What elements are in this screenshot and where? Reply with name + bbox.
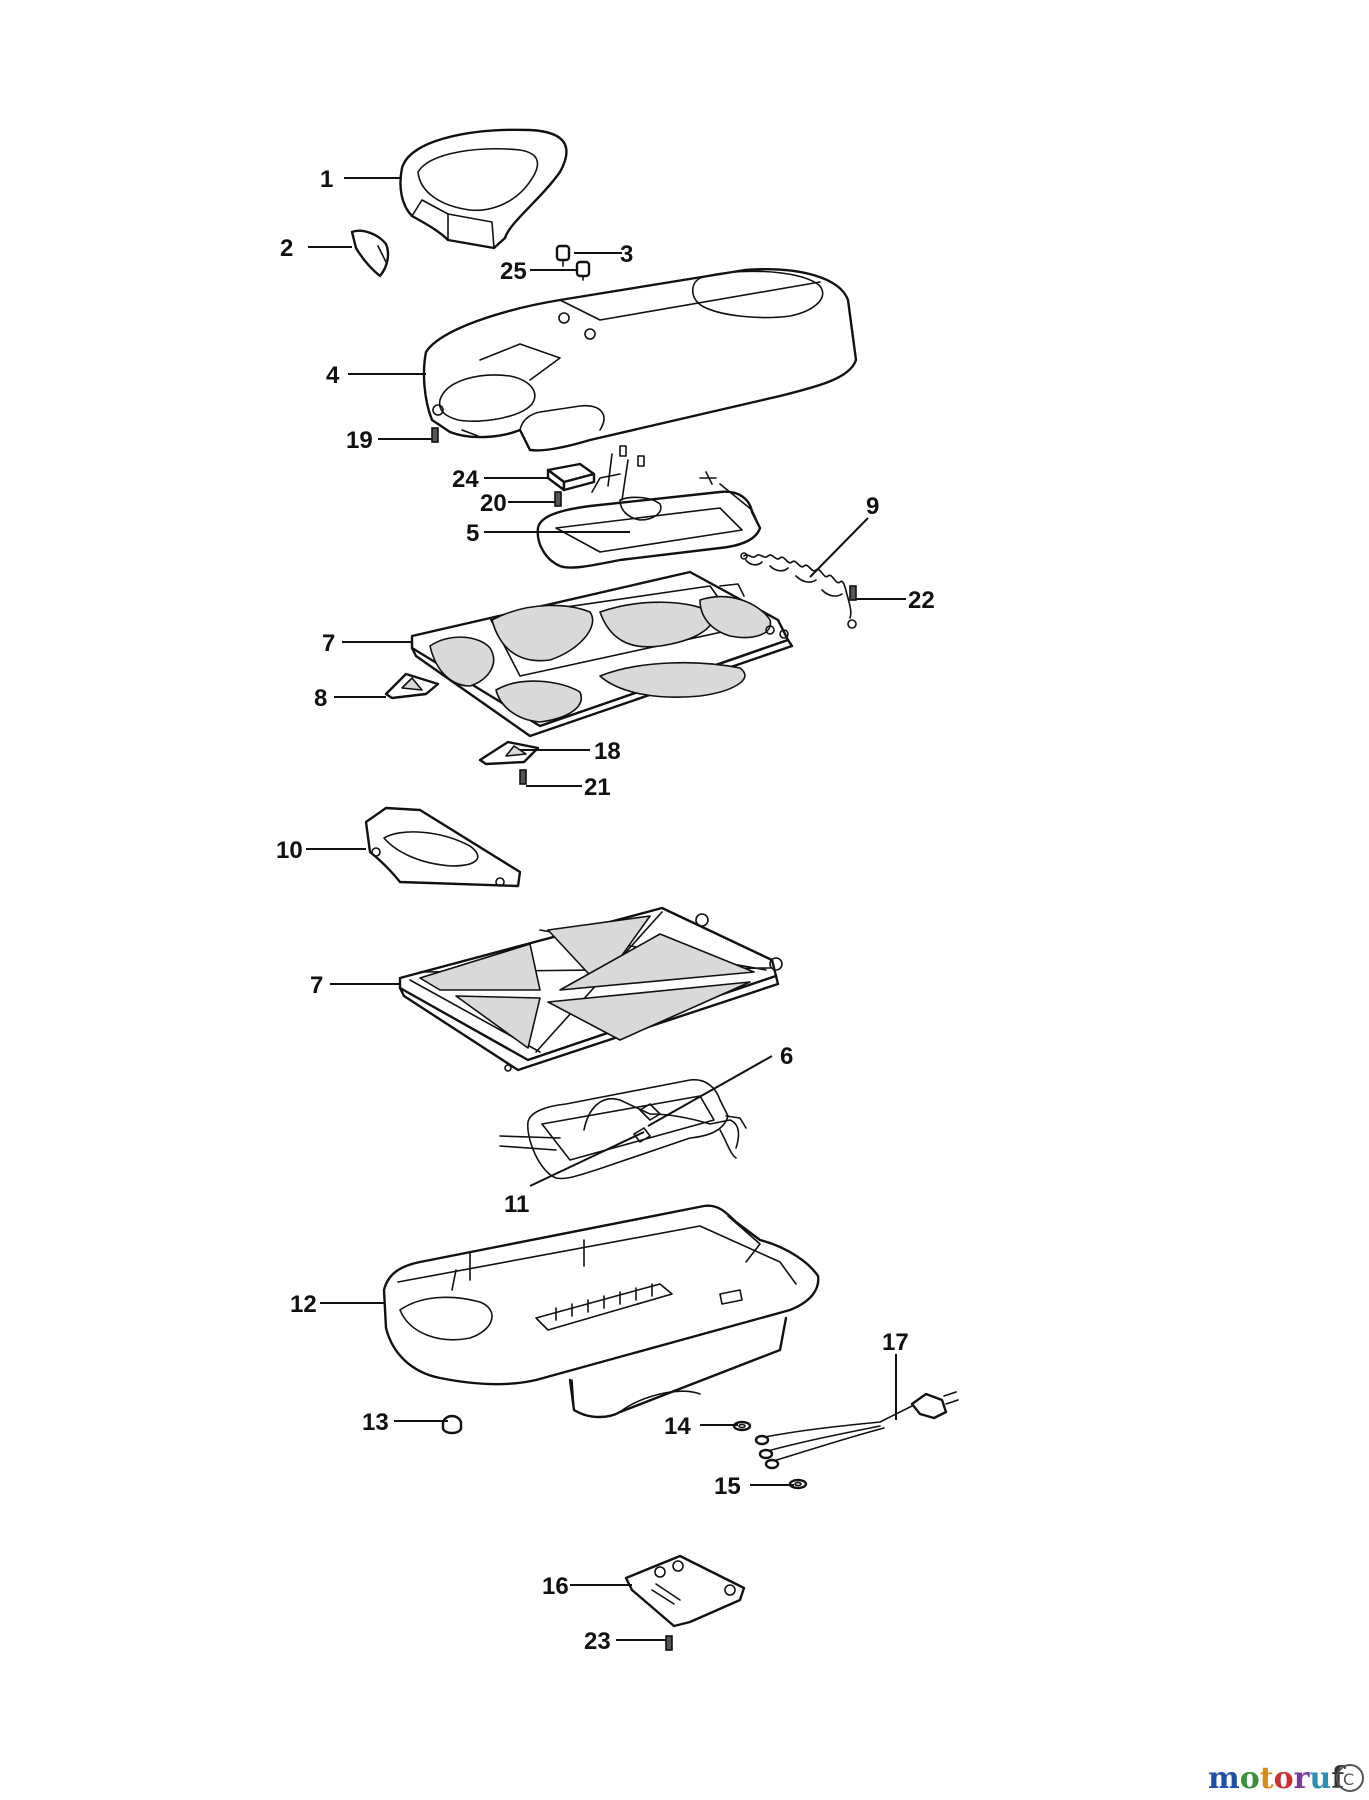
part-screw-22 xyxy=(849,585,857,601)
callout-13: 13 xyxy=(362,1409,389,1436)
callout-23: 23 xyxy=(584,1628,611,1655)
callout-24: 24 xyxy=(452,466,479,493)
callout-15: 15 xyxy=(714,1473,741,1500)
part-handle xyxy=(399,128,568,250)
part-base-housing xyxy=(382,1204,820,1419)
part-block xyxy=(546,462,596,492)
callout-5: 5 xyxy=(466,520,479,547)
callout-7-upper: 7 xyxy=(322,630,335,657)
part-lower-cooking-plate xyxy=(398,906,783,1072)
part-upper-housing xyxy=(422,268,858,452)
callout-12: 12 xyxy=(290,1291,317,1318)
part-clip xyxy=(350,229,390,278)
part-pin-25 xyxy=(575,260,591,281)
watermark-text: motoruf xyxy=(1208,1761,1346,1796)
part-cover-plate xyxy=(624,1554,746,1628)
callout-18: 18 xyxy=(594,738,621,765)
callout-11: 11 xyxy=(504,1191,529,1218)
part-power-cord xyxy=(754,1391,959,1470)
callout-3: 3 xyxy=(620,241,633,268)
part-lower-heating-element xyxy=(499,1078,747,1180)
part-bracket-18 xyxy=(478,740,540,766)
part-spring xyxy=(740,552,857,629)
part-foot xyxy=(441,1414,463,1435)
part-screw-21 xyxy=(519,769,527,785)
callout-2: 2 xyxy=(280,235,293,262)
callout-22: 22 xyxy=(908,587,935,614)
callout-21: 21 xyxy=(584,774,611,801)
copyright-icon xyxy=(1336,1764,1364,1792)
part-upper-heating-element xyxy=(536,445,762,569)
part-screw-23 xyxy=(665,1635,673,1651)
callout-16: 16 xyxy=(542,1573,569,1600)
leader-lines xyxy=(306,177,906,1641)
callout-1: 1 xyxy=(320,166,333,193)
part-screw-19 xyxy=(431,427,439,443)
callout-14: 14 xyxy=(664,1413,691,1440)
part-shield xyxy=(364,806,522,888)
callout-labels: 1 2 3 25 4 19 24 20 5 9 22 7 8 18 21 10 … xyxy=(276,166,935,1655)
callout-7-lower: 7 xyxy=(310,972,323,999)
callout-19: 19 xyxy=(346,427,373,454)
copyright-glyph: C xyxy=(1343,1770,1354,1789)
callout-25: 25 xyxy=(500,258,527,285)
callout-17: 17 xyxy=(882,1329,909,1356)
callout-9: 9 xyxy=(866,493,879,520)
callout-6: 6 xyxy=(780,1043,793,1070)
callout-20: 20 xyxy=(480,490,507,517)
callout-8: 8 xyxy=(314,685,327,712)
callout-4: 4 xyxy=(326,362,340,389)
part-screw-20 xyxy=(554,491,562,507)
watermark: motoruf C xyxy=(1208,1761,1364,1796)
callout-10: 10 xyxy=(276,837,303,864)
part-pin-3 xyxy=(555,244,571,267)
part-upper-cooking-plate xyxy=(410,570,794,738)
part-bracket-8 xyxy=(384,672,440,700)
